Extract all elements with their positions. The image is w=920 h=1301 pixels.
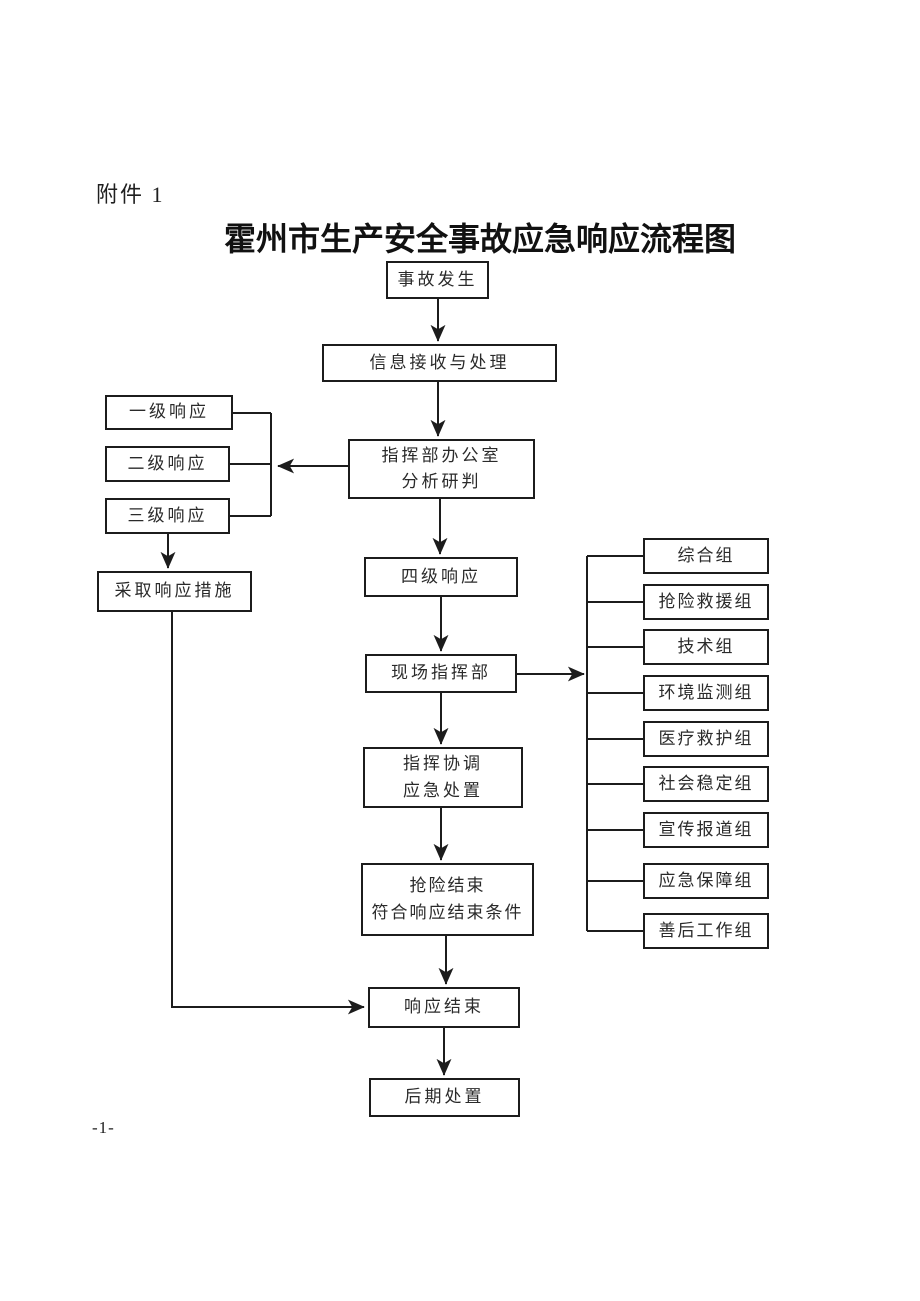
flow-node-group-emergency-support: 应急保障组 [643, 863, 769, 899]
connector-measures-to-response-end [171, 612, 365, 1015]
flow-node-info-processing: 信息接收与处理 [322, 344, 557, 382]
flow-node-level2-response: 二级响应 [105, 446, 230, 482]
attachment-label: 附件 1 [96, 182, 165, 207]
flow-node-group-publicity: 宣传报道组 [643, 812, 769, 848]
flow-node-group-technical: 技术组 [643, 629, 769, 665]
flow-node-group-medical: 医疗救护组 [643, 721, 769, 757]
flow-node-group-comprehensive: 综合组 [643, 538, 769, 574]
flow-node-level4-response: 四级响应 [364, 557, 518, 597]
flow-node-group-rescue: 抢险救援组 [643, 584, 769, 620]
flow-node-level3-response: 三级响应 [105, 498, 230, 534]
flow-node-office-analysis: 指挥部办公室 分析研判 [348, 439, 535, 499]
flow-node-group-aftermath: 善后工作组 [643, 913, 769, 949]
page-title: 霍州市生产安全事故应急响应流程图 [223, 221, 736, 257]
flow-node-accident: 事故发生 [386, 261, 489, 299]
flow-node-command-coordination: 指挥协调 应急处置 [363, 747, 523, 808]
flow-node-response-end: 响应结束 [368, 987, 520, 1028]
flow-node-onsite-command: 现场指挥部 [365, 654, 517, 693]
flow-node-post-disposal: 后期处置 [369, 1078, 520, 1117]
flow-node-rescue-end-condition: 抢险结束 符合响应结束条件 [361, 863, 534, 936]
flow-node-group-social-stability: 社会稳定组 [643, 766, 769, 802]
flow-node-group-environment-monitoring: 环境监测组 [643, 675, 769, 711]
flow-node-take-response-measures: 采取响应措施 [97, 571, 252, 612]
page-number: -1- [92, 1118, 115, 1137]
flow-node-level1-response: 一级响应 [105, 395, 233, 430]
